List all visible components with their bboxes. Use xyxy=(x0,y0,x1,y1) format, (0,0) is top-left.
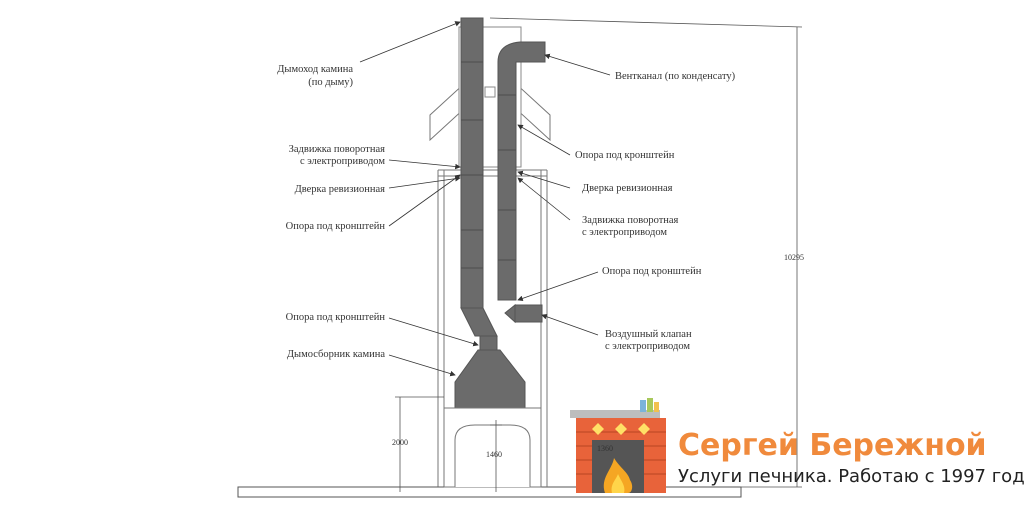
dim-stove: 1360 xyxy=(597,444,613,453)
label-door-right: Дверка ревизионная xyxy=(582,183,673,194)
label-support-right-1: Опора под кронштейн xyxy=(575,150,675,161)
vent-channel xyxy=(497,41,546,324)
label-air-valve-sub: с электроприводом xyxy=(605,341,690,352)
brand-tagline: Услуги печника. Работаю с 1997 года. xyxy=(678,466,1024,487)
label-chimney: Дымоход камина xyxy=(277,64,353,75)
label-support-left-2: Опора под кронштейн xyxy=(286,312,386,323)
vent-joints xyxy=(498,94,516,261)
stack-window xyxy=(484,86,496,98)
label-damper-right-sub: с электроприводом xyxy=(582,227,667,238)
label-hood: Дымосборник камина xyxy=(287,349,385,360)
label-damper-left: Задвижка поворотная xyxy=(289,144,386,155)
label-door-left: Дверка ревизионная xyxy=(295,184,386,195)
label-damper-right: Задвижка поворотная xyxy=(582,215,679,226)
dim-portal-height: 2000 xyxy=(392,438,408,447)
label-damper-left-sub: с электроприводом xyxy=(300,156,385,167)
label-support-left-1: Опора под кронштейн xyxy=(286,221,386,232)
dimension-lines xyxy=(395,17,803,492)
smoke-hood xyxy=(454,349,526,409)
label-vent: Вентканал (по конденсату) xyxy=(615,71,736,82)
leader-lines xyxy=(359,21,611,377)
fireplace-logo xyxy=(570,398,666,493)
label-air-valve: Воздушный клапан xyxy=(605,329,692,340)
fireplace-portal xyxy=(443,407,542,488)
fireplace-flue xyxy=(460,17,498,351)
brand-name: Сергей Бережной xyxy=(678,428,987,463)
flue-joints xyxy=(461,61,483,269)
dim-opening-height: 1460 xyxy=(486,450,502,459)
label-chimney-sub: (по дыму) xyxy=(308,77,353,88)
dim-total-height: 10295 xyxy=(784,253,804,262)
label-support-right-2: Опора под кронштейн xyxy=(602,266,702,277)
